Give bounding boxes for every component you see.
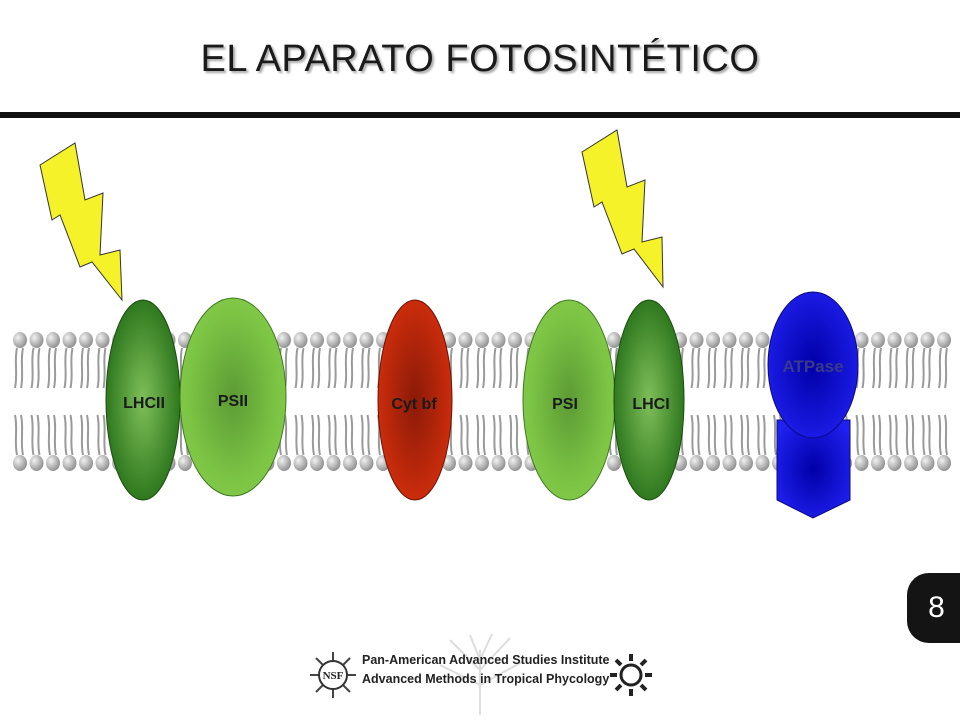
lipid-molecule	[358, 331, 375, 389]
lipid-molecule	[738, 414, 754, 472]
lipid-molecule	[28, 331, 45, 389]
lipid-molecule	[903, 414, 919, 472]
lipid-molecule	[886, 414, 903, 472]
lipid-molecule	[457, 331, 474, 389]
light-bolt-icon	[39, 142, 123, 302]
lipid-molecule	[688, 414, 705, 472]
atpase-head	[767, 291, 859, 439]
footer-institute-name: Pan-American Advanced Studies Institute	[362, 653, 610, 667]
lipid-molecule	[457, 414, 474, 472]
light-bolt-icon	[581, 129, 664, 289]
lipid-molecule	[325, 331, 342, 389]
lipid-molecule	[309, 414, 325, 472]
cytbf-label: Cyt bf	[391, 396, 437, 413]
psi-label: PSI	[552, 396, 578, 413]
psii-complex	[179, 297, 287, 497]
lipid-molecule	[853, 414, 870, 472]
lipid-molecule	[705, 414, 721, 472]
lhci-complex	[613, 299, 685, 501]
lipid-molecule	[28, 414, 45, 472]
lipid-molecule	[688, 331, 705, 389]
lipid-molecule	[474, 331, 490, 389]
slide-title: EL APARATO FOTOSINTÉTICO	[200, 38, 760, 80]
lipid-molecule	[507, 331, 523, 389]
title-divider	[0, 112, 960, 118]
lhci-label: LHCI	[632, 396, 669, 413]
lipid-molecule	[61, 331, 78, 389]
tree-watermark-icon	[439, 633, 523, 715]
lipid-molecule	[507, 414, 523, 472]
lipid-molecule	[358, 414, 375, 472]
psii-label: PSII	[218, 393, 248, 410]
footer-logos: NSF Pan-American Advanced Studies Instit…	[300, 630, 660, 715]
lipid-molecule	[721, 414, 738, 472]
lipid-molecule	[919, 414, 936, 472]
svg-text:NSF: NSF	[323, 670, 344, 682]
lipid-molecule	[903, 331, 919, 389]
lipid-molecule	[78, 331, 94, 389]
lipid-molecule	[886, 331, 903, 389]
lipid-molecule	[342, 414, 358, 472]
lipid-molecule	[45, 414, 61, 472]
page-number: 8	[928, 591, 945, 624]
lipid-molecule	[292, 331, 309, 389]
lipid-molecule	[325, 414, 342, 472]
lipid-molecule	[490, 331, 507, 389]
lipid-molecule	[936, 331, 952, 389]
lipid-molecule	[936, 414, 952, 472]
lipid-molecule	[754, 414, 771, 472]
atpase-label: ATPase	[782, 357, 843, 376]
lipid-molecule	[342, 331, 358, 389]
lipid-molecule	[870, 414, 886, 472]
lipid-molecule	[919, 331, 936, 389]
sun-logo-icon	[610, 654, 652, 696]
lipid-molecule	[721, 331, 738, 389]
photosynthetic-apparatus-diagram: LHCII PSII Cyt bf PSI LHCI ATPase	[12, 129, 952, 519]
lipid-molecule	[45, 331, 61, 389]
lipid-molecule	[12, 414, 28, 472]
lipid-molecule	[754, 331, 771, 389]
lipid-molecule	[490, 414, 507, 472]
nsf-logo-icon: NSF	[310, 652, 356, 698]
lipid-molecule	[292, 414, 309, 472]
lipid-molecule	[61, 414, 78, 472]
lipid-molecule	[474, 414, 490, 472]
lipid-molecule	[738, 331, 754, 389]
cytbf-complex	[377, 299, 453, 501]
page-number-badge: 8	[907, 573, 960, 643]
lipid-molecule	[78, 414, 94, 472]
footer-program-name: Advanced Methods in Tropical Phycology	[362, 672, 610, 686]
lipid-molecule	[309, 331, 325, 389]
lipid-molecule	[12, 331, 28, 389]
lhcii-label: LHCII	[123, 395, 165, 412]
lipid-molecule	[870, 331, 886, 389]
lipid-molecule	[705, 331, 721, 389]
